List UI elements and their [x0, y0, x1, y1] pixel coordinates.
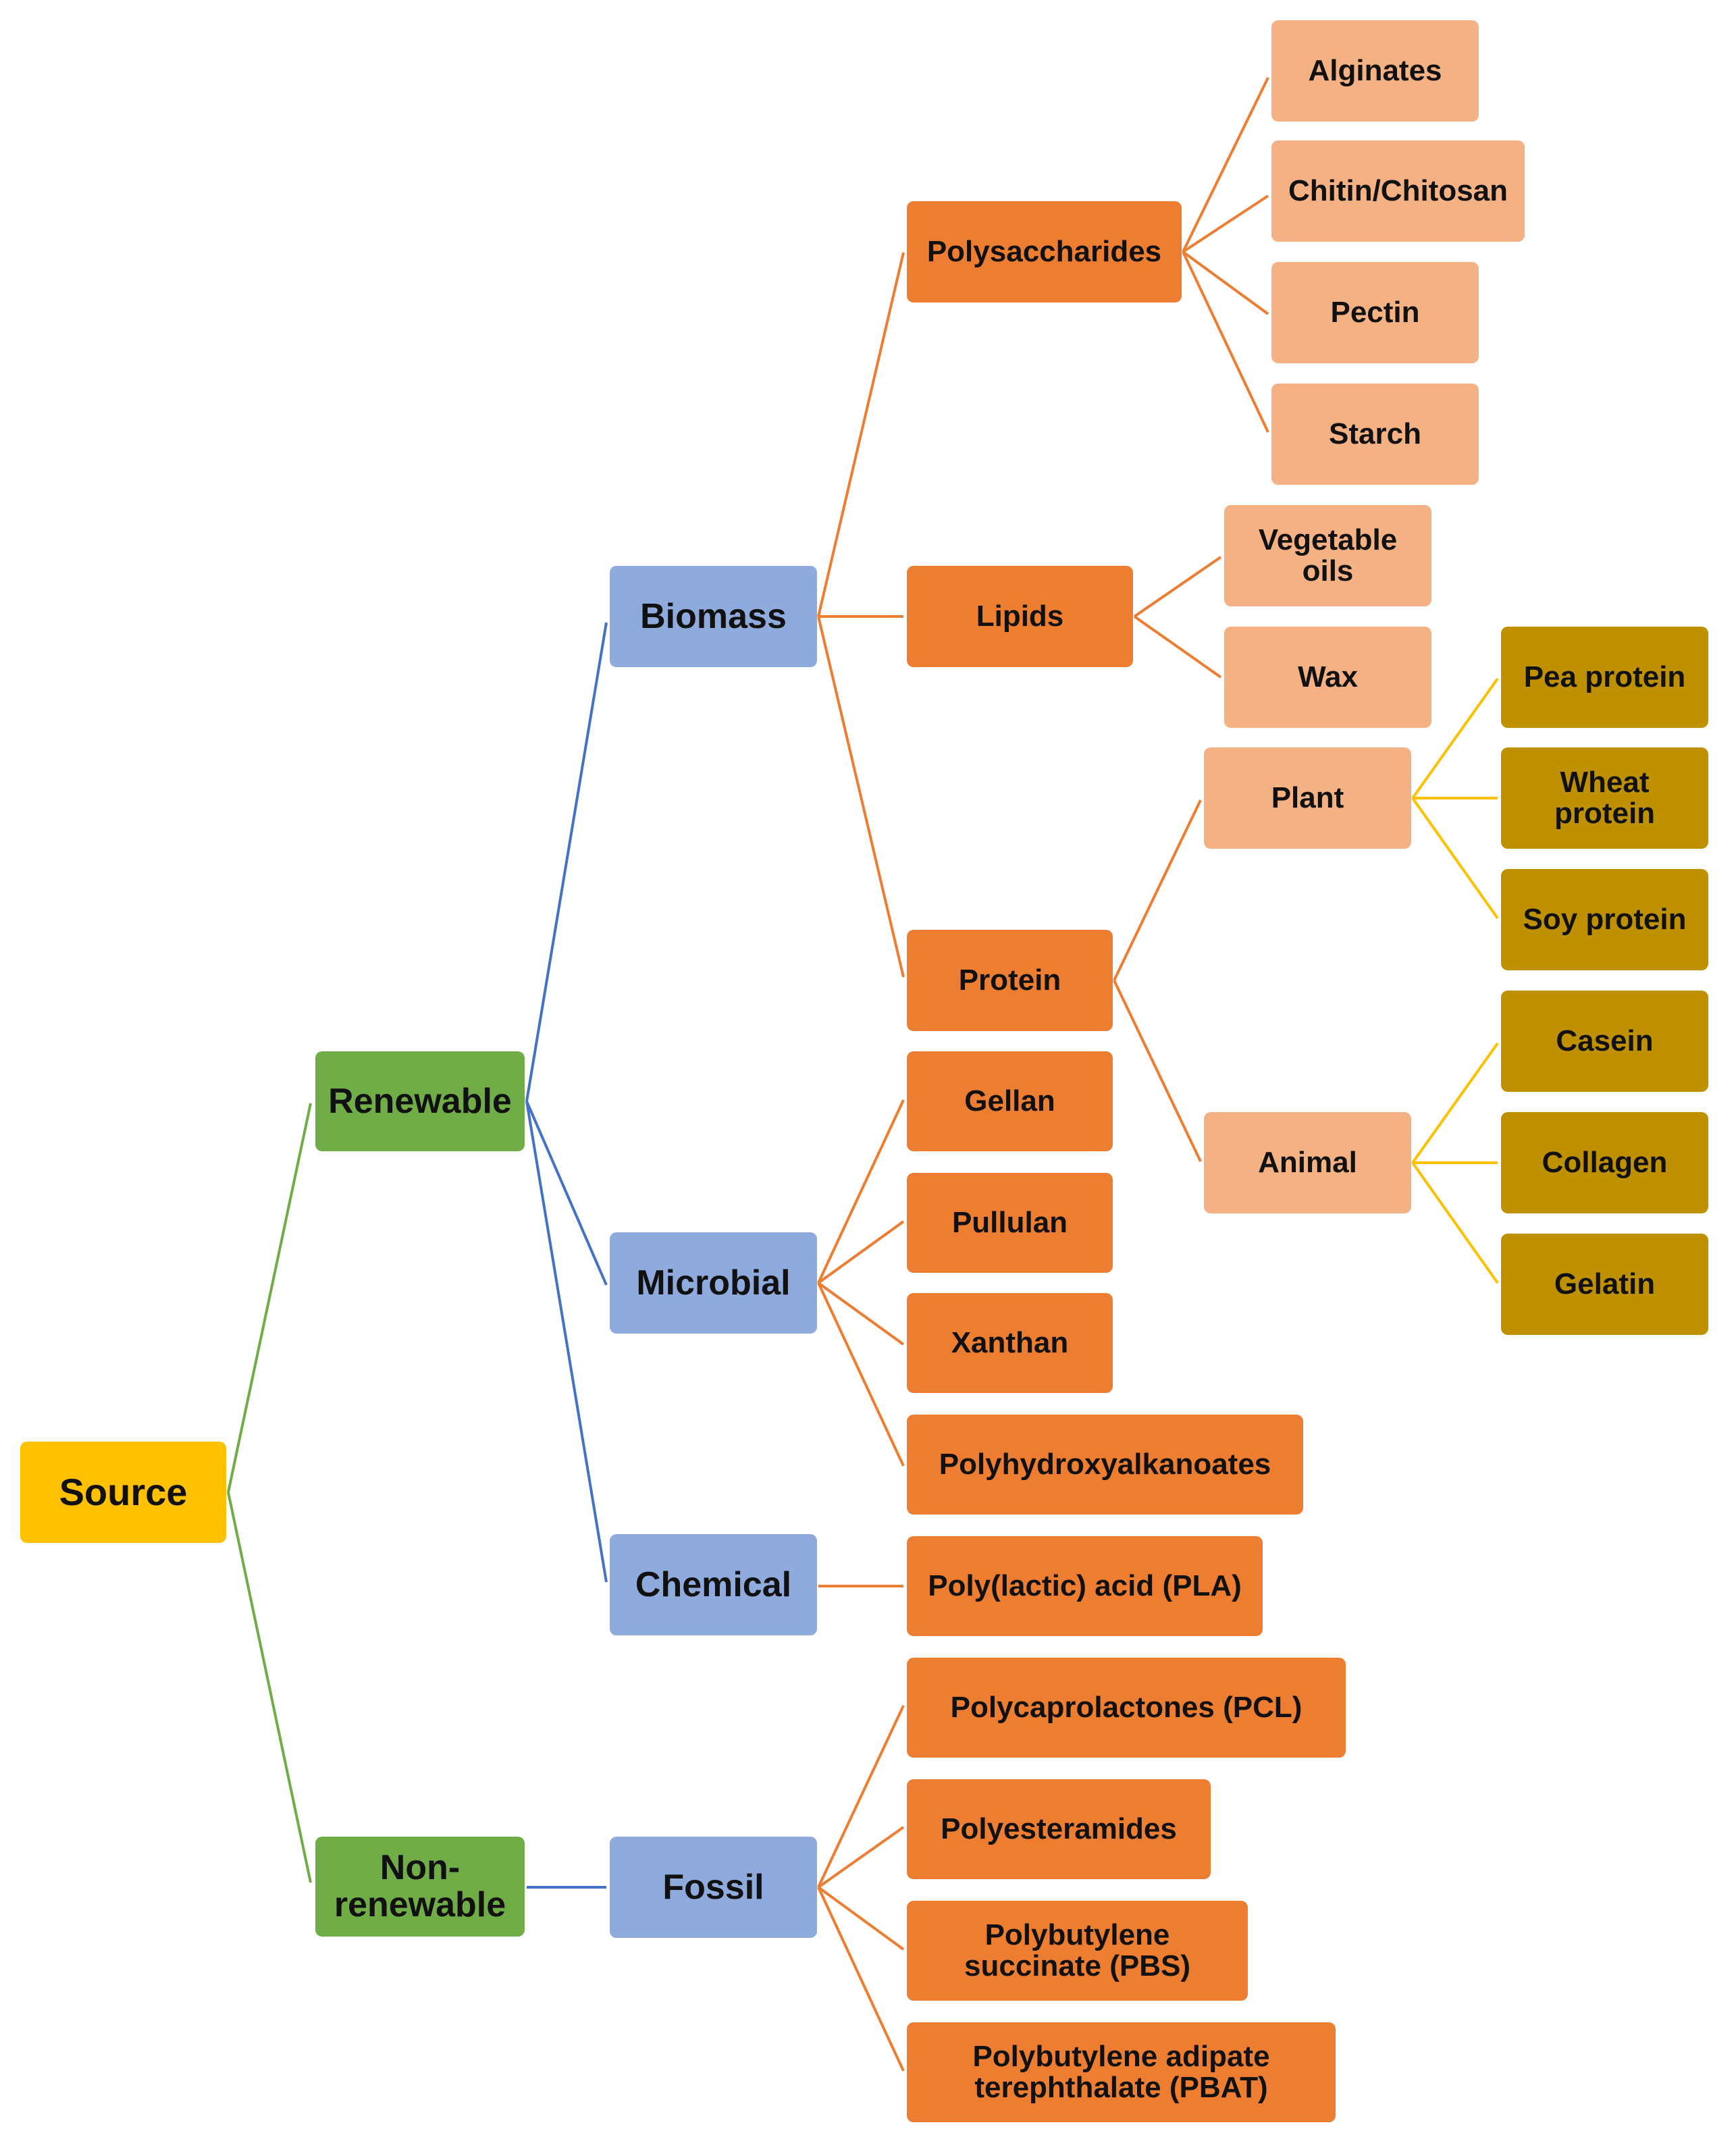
- edge-biomass-polysaccharides: [817, 252, 905, 617]
- node-xanthan: Xanthan: [907, 1293, 1113, 1393]
- edge-plant-soy: [1411, 797, 1499, 920]
- edge-microbial-pullulan: [817, 1220, 905, 1284]
- node-pbat: Polybutylene adipate terephthalate (PBAT…: [907, 2022, 1336, 2122]
- node-microbial: Microbial: [610, 1232, 817, 1334]
- node-pla: Poly(lactic) acid (PLA): [907, 1536, 1263, 1636]
- edge-polysaccharides-chitin: [1182, 194, 1269, 253]
- node-pbs: Polybutylene succinate (PBS): [907, 1901, 1248, 2001]
- node-chemical: Chemical: [610, 1534, 817, 1635]
- node-alginates: Alginates: [1271, 20, 1479, 122]
- node-pcl: Polycaprolactones (PCL): [907, 1658, 1346, 1758]
- node-wheat-protein: Wheat protein: [1501, 747, 1708, 849]
- edge-polysaccharides-alginates: [1182, 77, 1269, 253]
- node-polysaccharides: Polysaccharides: [907, 201, 1182, 303]
- edge-protein-animal: [1113, 980, 1202, 1162]
- node-pectin: Pectin: [1271, 262, 1479, 363]
- node-lipids: Lipids: [907, 566, 1133, 667]
- node-pullulan: Pullulan: [907, 1173, 1113, 1273]
- edge-polysaccharides-pectin: [1182, 251, 1269, 315]
- node-starch: Starch: [1271, 384, 1479, 485]
- node-nonrenewable: Non- renewable: [315, 1837, 525, 1937]
- edge-microbial-xanthan: [817, 1282, 905, 1346]
- node-collagen: Collagen: [1501, 1112, 1708, 1213]
- node-soy-protein: Soy protein: [1501, 869, 1708, 970]
- node-chitin: Chitin/Chitosan: [1271, 140, 1525, 242]
- edge-fossil-pbs: [817, 1886, 905, 1951]
- edge-renewable-biomass: [525, 622, 608, 1102]
- edge-polysaccharides-starch: [1182, 251, 1269, 433]
- node-gellan: Gellan: [907, 1051, 1113, 1151]
- edge-lipids-wax: [1133, 615, 1222, 679]
- node-pha: Polyhydroxyalkanoates: [907, 1415, 1303, 1515]
- edge-protein-plant: [1113, 799, 1202, 981]
- node-source: Source: [20, 1442, 226, 1543]
- edge-animal-casein: [1411, 1042, 1499, 1164]
- node-polyesteramides: Polyesteramides: [907, 1779, 1211, 1879]
- edge-animal-gelatin: [1411, 1161, 1499, 1284]
- node-casein: Casein: [1501, 991, 1708, 1092]
- edge-fossil-pcl: [817, 1705, 905, 1888]
- edge-plant-pea: [1411, 677, 1499, 799]
- edge-source-renewable: [227, 1103, 312, 1493]
- node-vegoils: Vegetable oils: [1224, 505, 1431, 606]
- edge-microbial-gellan: [817, 1099, 905, 1284]
- edge-renewable-microbial: [525, 1101, 608, 1286]
- edge-renewable-chemical: [525, 1101, 608, 1583]
- edge-fossil-polyesteramides: [817, 1826, 905, 1889]
- node-plant: Plant: [1204, 747, 1411, 849]
- node-gelatin: Gelatin: [1501, 1234, 1708, 1335]
- edge-lipids-vegoils: [1133, 556, 1222, 618]
- edge-fossil-pbat: [817, 1887, 905, 2072]
- node-renewable: Renewable: [315, 1051, 525, 1151]
- node-wax: Wax: [1224, 627, 1431, 728]
- edge-source-nonrenewable: [227, 1492, 312, 1883]
- edge-biomass-protein: [817, 616, 905, 978]
- edge-microbial-pha: [817, 1282, 905, 1467]
- node-fossil: Fossil: [610, 1837, 817, 1938]
- node-protein: Protein: [907, 930, 1113, 1031]
- node-biomass: Biomass: [610, 566, 817, 667]
- node-pea-protein: Pea protein: [1501, 627, 1708, 728]
- node-animal: Animal: [1204, 1112, 1411, 1213]
